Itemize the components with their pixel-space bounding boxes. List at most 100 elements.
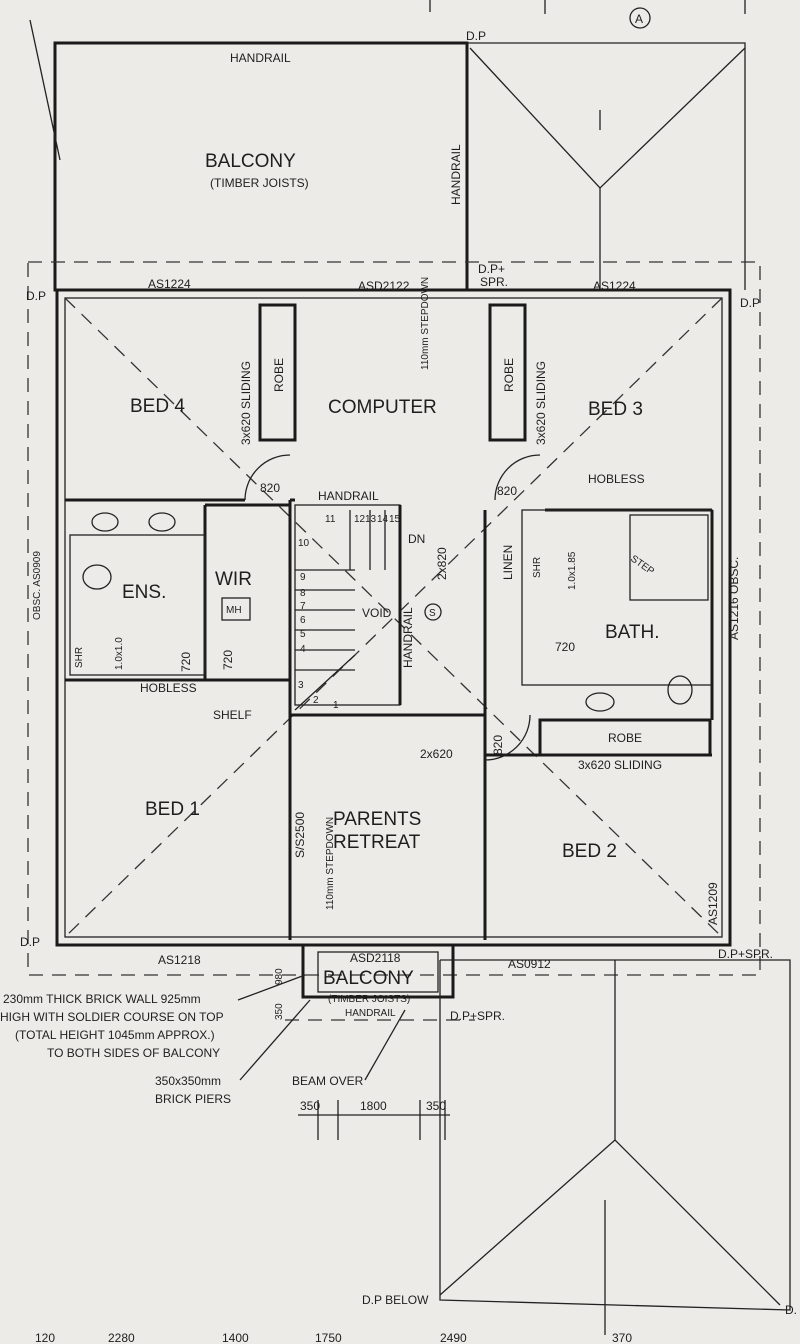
roof-bottom: D.P BELOW D. bbox=[362, 959, 797, 1335]
room-label: BED 1 bbox=[145, 799, 200, 820]
plan-label: 1.0x1.85 bbox=[567, 551, 578, 590]
plan-label: 3 bbox=[298, 680, 304, 691]
balcony-top: BALCONY (TIMBER JOISTS) HANDRAIL HANDRAI… bbox=[29, 19, 469, 292]
plan-label: 7 bbox=[300, 601, 306, 612]
dimension: 350 bbox=[300, 1099, 320, 1113]
toilet-icon bbox=[82, 564, 112, 590]
plan-label: 9 bbox=[300, 572, 306, 583]
plan-label: ROBE bbox=[608, 731, 642, 745]
plan-label: AS1224 bbox=[593, 279, 636, 293]
plan-label: D.P bbox=[26, 289, 46, 303]
plan-label: 14 bbox=[377, 514, 389, 525]
dimension: 350 bbox=[426, 1099, 446, 1113]
room-label: BED 4 bbox=[130, 396, 185, 417]
svg-text:S: S bbox=[429, 608, 436, 619]
dp-label: D.P bbox=[466, 29, 486, 43]
room-label: BATH. bbox=[605, 622, 660, 643]
plan-label: 3x620 SLIDING bbox=[578, 758, 662, 772]
plan-label: ROBE bbox=[272, 358, 286, 392]
manhole-icon bbox=[221, 597, 251, 621]
plan-label: ASD2118 bbox=[350, 951, 401, 965]
plan-label: 1750 bbox=[315, 1331, 342, 1344]
plan-label: 8 bbox=[300, 588, 306, 599]
plan-label: STEP bbox=[628, 553, 656, 577]
plan-label: OBSC. AS0909 bbox=[32, 551, 43, 620]
room-label: RETREAT bbox=[333, 832, 421, 853]
dp-label: D.P+ bbox=[478, 262, 505, 276]
basin-icon bbox=[585, 692, 615, 712]
plan-label: 12 bbox=[354, 514, 366, 525]
plan-label: (TOTAL HEIGHT 1045mm APPROX.) bbox=[15, 1028, 215, 1042]
dimension: 1800 bbox=[360, 1099, 387, 1113]
plan-label: HIGH WITH SOLDIER COURSE ON TOP bbox=[0, 1010, 224, 1024]
room-label: BALCONY bbox=[323, 968, 414, 989]
plan-label: 10 bbox=[298, 538, 310, 549]
plan-label: 820 bbox=[497, 484, 517, 498]
plan-label: 15 bbox=[389, 514, 401, 525]
room-label: VOID bbox=[362, 606, 392, 620]
plan-label: AS1218 bbox=[158, 953, 201, 967]
handrail-label: HANDRAIL bbox=[345, 1008, 396, 1019]
plan-label: HOBLESS bbox=[588, 472, 645, 486]
dimension: 350 bbox=[274, 1003, 285, 1020]
plan-label: SHELF bbox=[213, 708, 252, 722]
handrail-label: HANDRAIL bbox=[230, 51, 291, 65]
plan-label: 5 bbox=[300, 629, 306, 640]
handrail-label: HANDRAIL bbox=[449, 144, 463, 205]
plan-label: AS1224 bbox=[148, 277, 191, 291]
plan-label: SHR bbox=[532, 557, 543, 578]
room-label: BED 2 bbox=[562, 841, 617, 862]
annotations: AS1224 ASD2122 AS1224 D.P D.P 3x620 SLID… bbox=[20, 277, 773, 971]
plan-label: DN bbox=[408, 532, 425, 546]
dp-label: D. bbox=[785, 1303, 797, 1317]
plan-label: 13 bbox=[365, 514, 377, 525]
plan-label: 820 bbox=[260, 481, 280, 495]
plan-label: HANDRAIL bbox=[318, 489, 379, 503]
plan-label: D.P bbox=[20, 935, 40, 949]
beam-label: BEAM OVER bbox=[292, 1074, 364, 1088]
basin-icon bbox=[91, 512, 119, 532]
plan-label: 1 bbox=[333, 700, 339, 711]
dp-label: D.P+SPR. bbox=[450, 1009, 505, 1023]
plan-label: 3x620 SLIDING bbox=[239, 361, 253, 445]
section-label: A bbox=[635, 12, 643, 26]
plan-label: 230mm THICK BRICK WALL 925mm bbox=[3, 992, 201, 1006]
plan-label: 1400 bbox=[222, 1331, 249, 1344]
plan-label: 2x820 bbox=[435, 547, 449, 580]
plan-label: 350x350mm bbox=[155, 1074, 221, 1088]
plan-label: S/S2500 bbox=[293, 812, 307, 858]
plan-label: MH bbox=[226, 605, 242, 616]
plan-label: 2280 bbox=[108, 1331, 135, 1344]
plan-label: D.P bbox=[740, 296, 760, 310]
plan-label: 2x620 bbox=[420, 747, 453, 761]
plan-label: 2490 bbox=[440, 1331, 467, 1344]
room-label: PARENTS bbox=[333, 809, 421, 830]
plan-label: 2 bbox=[313, 695, 319, 706]
dp-label: SPR. bbox=[480, 275, 508, 289]
room-label: BED 3 bbox=[588, 399, 643, 420]
plan-label: TO BOTH SIDES OF BALCONY bbox=[47, 1046, 220, 1060]
plan-label: HANDRAIL bbox=[401, 607, 415, 668]
room-label: BALCONY bbox=[205, 151, 296, 172]
balcony-bottom: BALCONY (TIMBER JOISTS) HANDRAIL 980 350… bbox=[274, 943, 505, 1140]
plan-label: 820 bbox=[491, 735, 505, 755]
plan-label: 110mm STEPDOWN bbox=[420, 277, 431, 370]
section-marker-icon bbox=[629, 7, 651, 29]
plan-label: 110mm STEPDOWN bbox=[325, 817, 336, 910]
dp-label: D.P BELOW bbox=[362, 1293, 429, 1307]
plan-label: HOBLESS bbox=[140, 681, 197, 695]
plan-label: AS0912 bbox=[508, 957, 551, 971]
plan-label: 11 bbox=[325, 514, 336, 525]
room-label: COMPUTER bbox=[328, 397, 437, 418]
wall-note: 230mm THICK BRICK WALL 925mm HIGH WITH S… bbox=[0, 974, 311, 1106]
basin-icon bbox=[148, 512, 176, 532]
plan-label: AS1216 OBSC. bbox=[727, 557, 741, 640]
room-label: ENS. bbox=[122, 582, 166, 603]
roof-top: D.P D.P+ SPR. A bbox=[429, 0, 746, 290]
plan-label: 120 bbox=[35, 1331, 55, 1344]
plan-label: 370 bbox=[612, 1331, 632, 1344]
dimension: 980 bbox=[274, 968, 285, 985]
room-sublabel: (TIMBER JOISTS) bbox=[328, 994, 410, 1005]
plan-label: 4 bbox=[300, 644, 306, 655]
